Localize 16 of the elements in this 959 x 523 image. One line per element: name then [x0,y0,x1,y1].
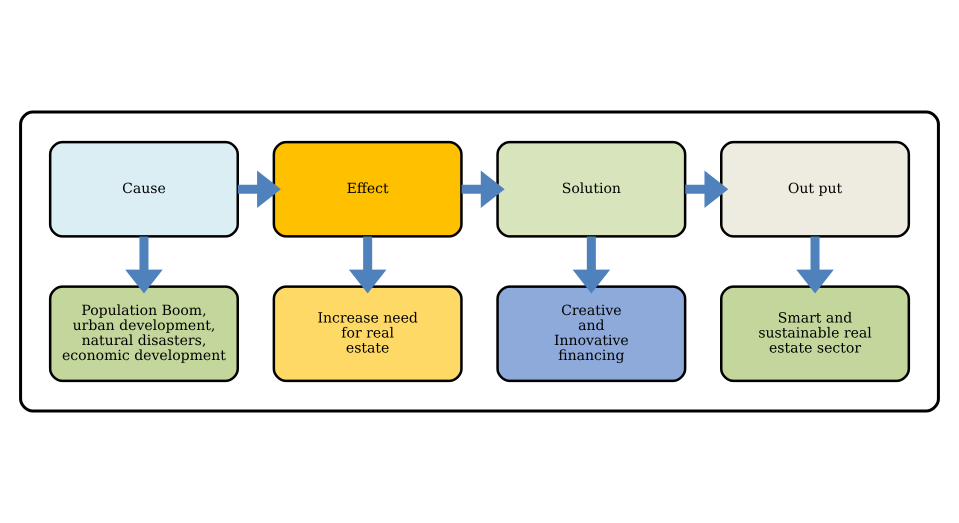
arrow [685,170,728,208]
arrow [238,170,281,208]
node-box: Smart and sustainable real estate sector [720,285,910,382]
node-box: Population Boom, urban development, natural disasters, economic development [48,285,239,382]
arrow [572,236,610,294]
node-box: Increase need for real estate [272,285,463,382]
arrow [462,170,505,208]
arrow [796,236,834,294]
arrow [348,236,386,294]
cluster [19,110,940,412]
node-box: Cause [48,140,239,238]
node-box: Creative and Innovative financing [496,285,686,382]
node-box: Out put [720,140,910,238]
node-box: Effect [272,140,463,238]
arrow [125,236,163,294]
node-box: Solution [496,140,686,238]
